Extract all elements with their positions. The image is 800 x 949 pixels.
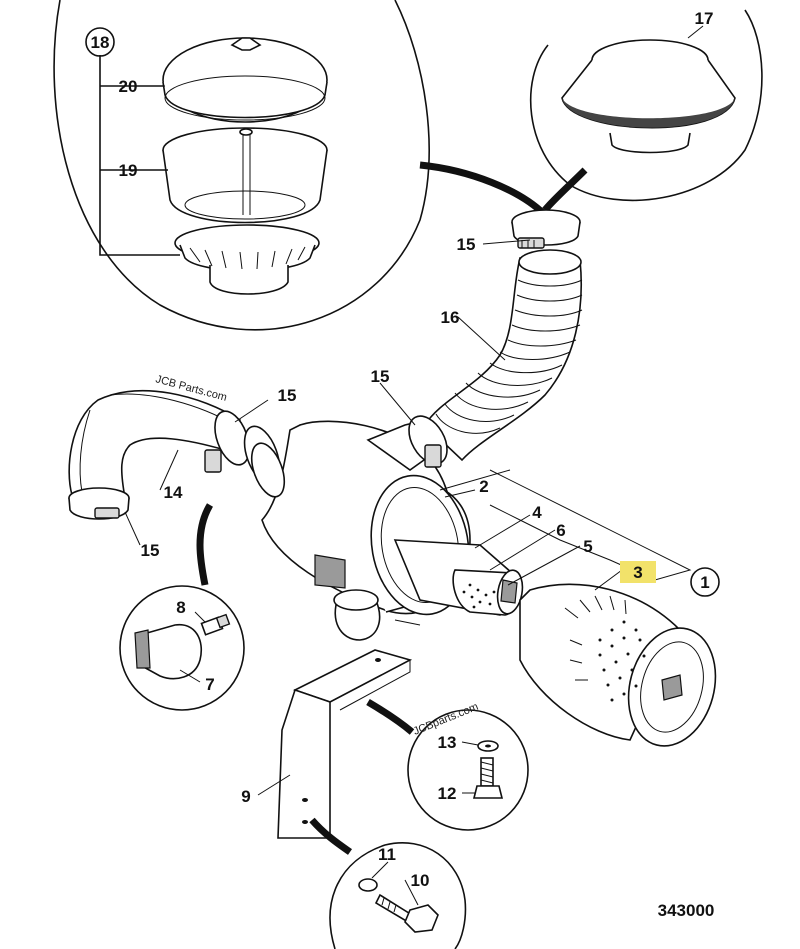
- raincap: [561, 39, 736, 154]
- label-18: 18: [91, 33, 110, 52]
- label-19: 19: [119, 161, 138, 180]
- label-7: 7: [205, 675, 214, 694]
- washer-and-bolt-upper: [472, 740, 504, 799]
- drawing-number: 343000: [658, 901, 715, 920]
- label-6: 6: [556, 521, 565, 540]
- label-16: 16: [441, 308, 460, 327]
- precleaner-bowl: [162, 127, 328, 224]
- top-clamp: [511, 209, 581, 249]
- label-15-bottom: 15: [141, 541, 160, 560]
- label-2: 2: [479, 477, 488, 496]
- bolt-detail-circle-lower: [309, 817, 467, 949]
- label-12: 12: [438, 784, 457, 803]
- label-17: 17: [695, 9, 714, 28]
- label-20: 20: [119, 77, 138, 96]
- label-15-mid: 15: [371, 367, 390, 386]
- label-11: 11: [378, 845, 396, 864]
- label-15-left: 15: [278, 386, 297, 405]
- intake-hose: [423, 249, 583, 462]
- label-1: 1: [700, 573, 709, 592]
- part-labels: 18 20 19 17 15 16 15 15 14 15 2 4 6 5 3 …: [85, 9, 720, 920]
- mounting-bracket: [277, 649, 413, 839]
- label-9: 9: [241, 787, 250, 806]
- part-3-highlight: [620, 561, 656, 583]
- label-4: 4: [532, 503, 542, 522]
- outlet-clamp-lower: [68, 487, 130, 520]
- precleaner-detail-circle: [53, 0, 548, 331]
- main-filter-element: [519, 583, 717, 747]
- outlet-hose: [68, 389, 242, 499]
- sensor-detail-circle: [119, 503, 245, 711]
- label-13: 13: [438, 733, 457, 752]
- raincap-detail-circle: [529, 9, 763, 213]
- label-15-top: 15: [457, 235, 476, 254]
- label-5: 5: [583, 537, 592, 556]
- label-3: 3: [633, 563, 642, 582]
- filter-housing: [250, 415, 471, 641]
- washer-and-bolt-lower: [358, 878, 439, 933]
- label-10: 10: [411, 871, 430, 890]
- precleaner-base: [174, 224, 320, 295]
- bolt-detail-circle-upper: [366, 698, 529, 831]
- restriction-indicator: [134, 613, 231, 680]
- label-8: 8: [176, 598, 185, 617]
- safety-element: [393, 539, 524, 616]
- precleaner-cap: [162, 37, 328, 123]
- label-14: 14: [164, 483, 183, 502]
- leader-lines: [124, 25, 704, 906]
